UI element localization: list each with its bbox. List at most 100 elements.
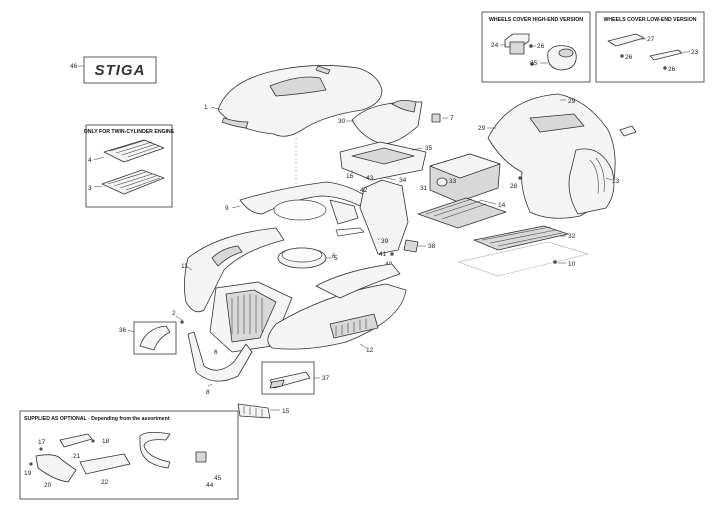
callout-6-b: 6: [332, 253, 336, 260]
part-44-hose: [139, 432, 171, 469]
stiga-logo-decal: STIGA 46: [70, 56, 157, 84]
callout-33: 33: [449, 178, 457, 185]
callout-13: 13: [612, 178, 620, 185]
callout-38: 38: [428, 243, 436, 250]
part-12-front-bumper: 12: [267, 283, 407, 354]
callout-3: 3: [88, 185, 92, 192]
part-14-battery-box: 33 31 14: [420, 153, 506, 209]
part-3-grille: [101, 169, 165, 195]
part-21-bracket: [59, 433, 93, 448]
callout-10: 10: [568, 261, 576, 268]
box-twin-cylinder-engine: ONLY FOR TWIN-CYLINDER ENGINE 4 3: [84, 124, 175, 208]
part-23-cover: [649, 49, 683, 61]
part-27-cover: [607, 33, 645, 47]
box-low-end-wheels-cover: WHEELS COVER LOW-END VERSION 27 23 26 26: [595, 11, 705, 83]
callout-24: 24: [491, 42, 499, 49]
part-25-cap: [547, 45, 577, 71]
callout-8: 8: [206, 389, 210, 396]
part-36-inset: 36: [119, 321, 177, 355]
box-twin-cylinder-title: ONLY FOR TWIN-CYLINDER ENGINE: [84, 129, 175, 135]
part-2-bracket: 2: [172, 310, 184, 324]
part-13-rear-fender: 29 29 13 28: [478, 93, 637, 219]
callout-26-b: 26: [625, 54, 633, 61]
callout-23: 23: [691, 49, 699, 56]
callout-42: 42: [360, 187, 368, 194]
part-1-hood: 1: [204, 65, 383, 137]
callout-22: 22: [101, 479, 109, 486]
callout-39: 39: [381, 238, 389, 245]
part-25-top: [558, 48, 574, 58]
callout-17: 17: [38, 439, 46, 446]
part-11-front-side-cover: 11: [181, 227, 285, 313]
callout-14: 14: [498, 202, 506, 209]
callout-35: 35: [425, 145, 433, 152]
part-7-clip: 7: [431, 113, 454, 123]
callout-29-b: 29: [478, 125, 486, 132]
callout-32: 32: [568, 233, 576, 240]
callout-5: 5: [334, 255, 338, 262]
callout-44: 44: [206, 482, 214, 489]
box-low-end-title: WHEELS COVER LOW-END VERSION: [604, 17, 697, 23]
callout-15: 15: [282, 408, 290, 415]
screw-26-b-icon: [530, 62, 534, 66]
box-optional-supplied: SUPPLIED AS OPTIONAL - Depending from th…: [19, 410, 239, 500]
part-42-pedal-bracket: 43 42 39 40 41 38: [335, 175, 436, 268]
callout-6-a: 6: [214, 349, 218, 356]
callout-4: 4: [88, 157, 92, 164]
callout-11: 11: [181, 263, 188, 270]
screw-26-d-icon: [663, 66, 667, 70]
callout-28: 28: [510, 183, 518, 190]
callout-18: 18: [102, 438, 110, 445]
callout-9: 9: [225, 205, 229, 212]
part-footboard-mat: [417, 197, 507, 229]
part-20-cover: [35, 454, 77, 483]
screw-19-icon: [29, 462, 33, 466]
callout-36: 36: [119, 327, 127, 334]
part-15-trim: 15: [237, 403, 290, 419]
screw-18-icon: [91, 439, 95, 443]
callout-41: 41: [379, 251, 387, 258]
callout-26-a: 26: [537, 43, 545, 50]
part-34-dashboard-tray: 35 34 16: [339, 141, 433, 184]
callout-34: 34: [399, 177, 407, 184]
screw-17-icon: [39, 447, 43, 451]
callout-12: 12: [366, 347, 374, 354]
callout-20: 20: [44, 482, 52, 489]
callout-45: 45: [214, 475, 222, 482]
callout-19: 19: [24, 470, 32, 477]
screw-28-icon: [518, 176, 522, 180]
callout-30: 30: [338, 118, 346, 125]
callout-21: 21: [73, 453, 81, 460]
callout-27: 27: [647, 36, 655, 43]
part-5-air-duct: 5: [277, 247, 338, 269]
callout-46: 46: [70, 63, 78, 70]
callout-26-c: 26: [668, 66, 676, 73]
callout-25: 25: [530, 60, 538, 67]
callout-16: 16: [346, 173, 354, 180]
part-22-cover: [79, 453, 131, 475]
callout-29-a: 29: [568, 98, 576, 105]
screw-41-icon: [390, 252, 394, 256]
part-32-floor-mat: 32 10: [456, 225, 590, 277]
part-30-cover: 30: [338, 100, 423, 145]
screw-26-c-icon: [620, 54, 624, 58]
part-9-frame: 9: [225, 181, 367, 225]
part-45-clip: [195, 451, 207, 463]
part-6-right-cover: 6: [315, 253, 401, 299]
callout-2: 2: [172, 310, 176, 317]
stiga-logo-text: STIGA: [95, 62, 146, 79]
box-high-end-wheels-cover: WHEELS COVER HIGH-END VERSION 24 26 25: [481, 11, 591, 83]
screw-26-a-icon: [529, 44, 533, 48]
box-high-end-title: WHEELS COVER HIGH-END VERSION: [489, 17, 583, 23]
callout-37: 37: [322, 375, 330, 382]
part-8-lower-skirt: 8: [187, 331, 253, 396]
box-optional-title: SUPPLIED AS OPTIONAL - Depending from th…: [24, 416, 170, 422]
callout-31: 31: [420, 185, 428, 192]
part-24-body: [509, 41, 525, 55]
screw-2-icon: [180, 320, 184, 324]
screw-10-icon: [553, 260, 557, 264]
part-33-cap: [436, 177, 448, 187]
callout-1: 1: [204, 104, 208, 111]
callout-43: 43: [366, 175, 374, 182]
